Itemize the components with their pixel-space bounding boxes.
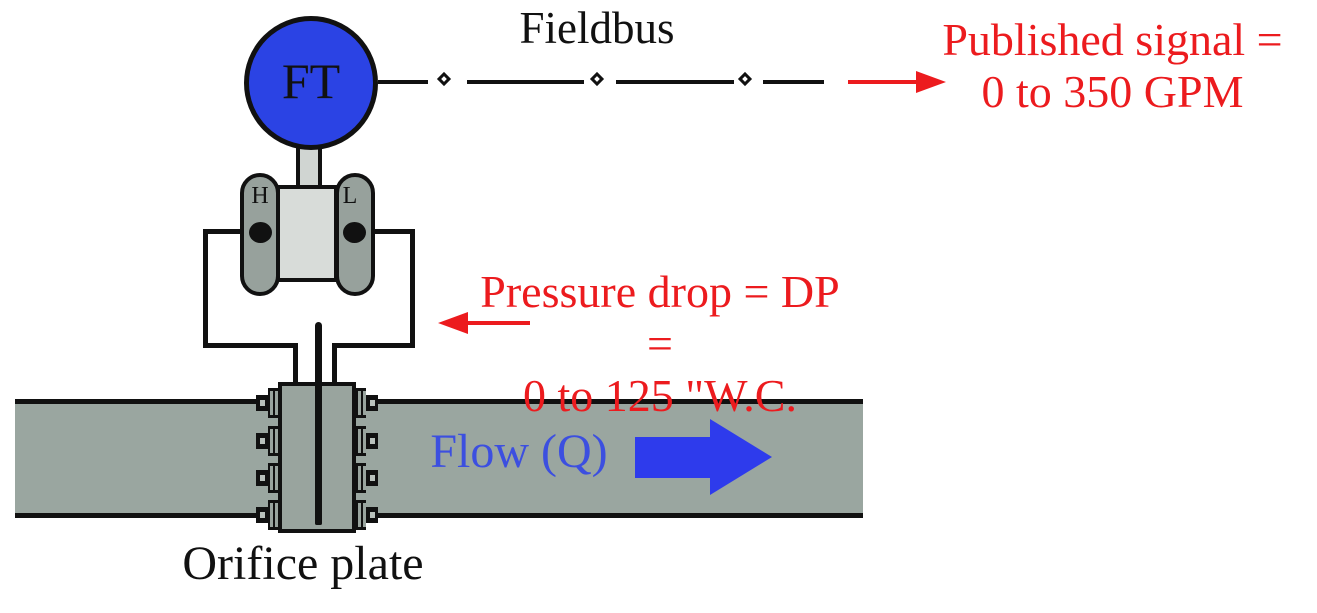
high-port-dot bbox=[249, 222, 272, 243]
bolt-threads bbox=[356, 463, 366, 493]
fieldbus-node-diamond-icon bbox=[589, 71, 605, 87]
published-signal-annotation: Published signal = 0 to 350 GPM bbox=[930, 14, 1295, 118]
bolt-head-center bbox=[259, 475, 265, 481]
bolt-head bbox=[366, 470, 378, 486]
flow-transmitter-bubble: FT bbox=[244, 16, 378, 150]
flange-bolt bbox=[356, 463, 378, 493]
bolt-threads bbox=[268, 463, 278, 493]
bolt-head-center bbox=[369, 438, 375, 444]
bolt-head-center bbox=[259, 400, 265, 406]
fieldbus-node-diamond-icon bbox=[436, 71, 452, 87]
orifice-plate-caption: Orifice plate bbox=[182, 537, 424, 590]
flange-bolt bbox=[256, 463, 278, 493]
impulse-line-high bbox=[203, 343, 298, 348]
pressure-drop-annotation: Pressure drop = DP = 0 to 125 "W.C. bbox=[468, 266, 852, 422]
bolt-head-center bbox=[369, 400, 375, 406]
flange-bolt bbox=[256, 426, 278, 456]
bolt-threads bbox=[268, 426, 278, 456]
bolt-head bbox=[256, 470, 268, 486]
flange-bolt bbox=[356, 388, 378, 418]
bolt-head bbox=[256, 433, 268, 449]
impulse-line-high bbox=[203, 229, 208, 348]
pressure-drop-line1: Pressure drop = DP = bbox=[480, 266, 840, 369]
bolt-head-center bbox=[369, 475, 375, 481]
fieldbus-node-diamond-icon bbox=[737, 71, 753, 87]
transmitter-tag: FT bbox=[281, 53, 341, 109]
published-signal-arrow bbox=[848, 80, 920, 84]
impulse-line-low bbox=[332, 343, 337, 385]
bolt-threads bbox=[356, 388, 366, 418]
flow-label: Flow (Q) bbox=[430, 425, 608, 478]
low-port-label: L bbox=[342, 183, 358, 209]
pressure-drop-arrow bbox=[464, 321, 530, 325]
fieldbus-wire bbox=[467, 80, 584, 84]
flow-arrow bbox=[635, 437, 711, 478]
bolt-head bbox=[256, 395, 268, 411]
orifice-plate-stem bbox=[315, 322, 322, 525]
high-port-label: H bbox=[251, 183, 269, 209]
impulse-line-high bbox=[203, 229, 244, 234]
impulse-line-high bbox=[293, 343, 298, 385]
bolt-threads bbox=[268, 388, 278, 418]
flange-bolt bbox=[256, 388, 278, 418]
bolt-threads bbox=[356, 426, 366, 456]
bolt-threads bbox=[268, 500, 278, 530]
bolt-head bbox=[366, 507, 378, 523]
bolt-head bbox=[366, 395, 378, 411]
flow-arrowhead-icon bbox=[710, 419, 772, 495]
flange-bolt bbox=[356, 500, 378, 530]
bolt-head-center bbox=[259, 512, 265, 518]
flange-bolt bbox=[256, 500, 278, 530]
bolt-head bbox=[366, 433, 378, 449]
bolt-head-center bbox=[369, 512, 375, 518]
pressure-drop-arrowhead-icon bbox=[438, 312, 468, 334]
pressure-drop-line2: 0 to 125 "W.C. bbox=[523, 370, 797, 421]
fieldbus-label: Fieldbus bbox=[519, 3, 675, 53]
fieldbus-wire bbox=[378, 80, 428, 84]
impulse-line-low bbox=[332, 343, 415, 348]
low-port-dot bbox=[343, 222, 366, 243]
bolt-threads bbox=[356, 500, 366, 530]
published-signal-line1: Published signal = bbox=[942, 14, 1283, 65]
published-signal-line2: 0 to 350 GPM bbox=[981, 66, 1244, 117]
bolt-head-center bbox=[259, 438, 265, 444]
fieldbus-wire bbox=[616, 80, 734, 84]
fieldbus-wire bbox=[763, 80, 824, 84]
published-signal-arrowhead-icon bbox=[916, 71, 946, 93]
impulse-line-low bbox=[372, 229, 415, 234]
flange-bolt bbox=[356, 426, 378, 456]
transmitter-body bbox=[276, 185, 338, 282]
bolt-head bbox=[256, 507, 268, 523]
impulse-line-low bbox=[410, 229, 415, 348]
